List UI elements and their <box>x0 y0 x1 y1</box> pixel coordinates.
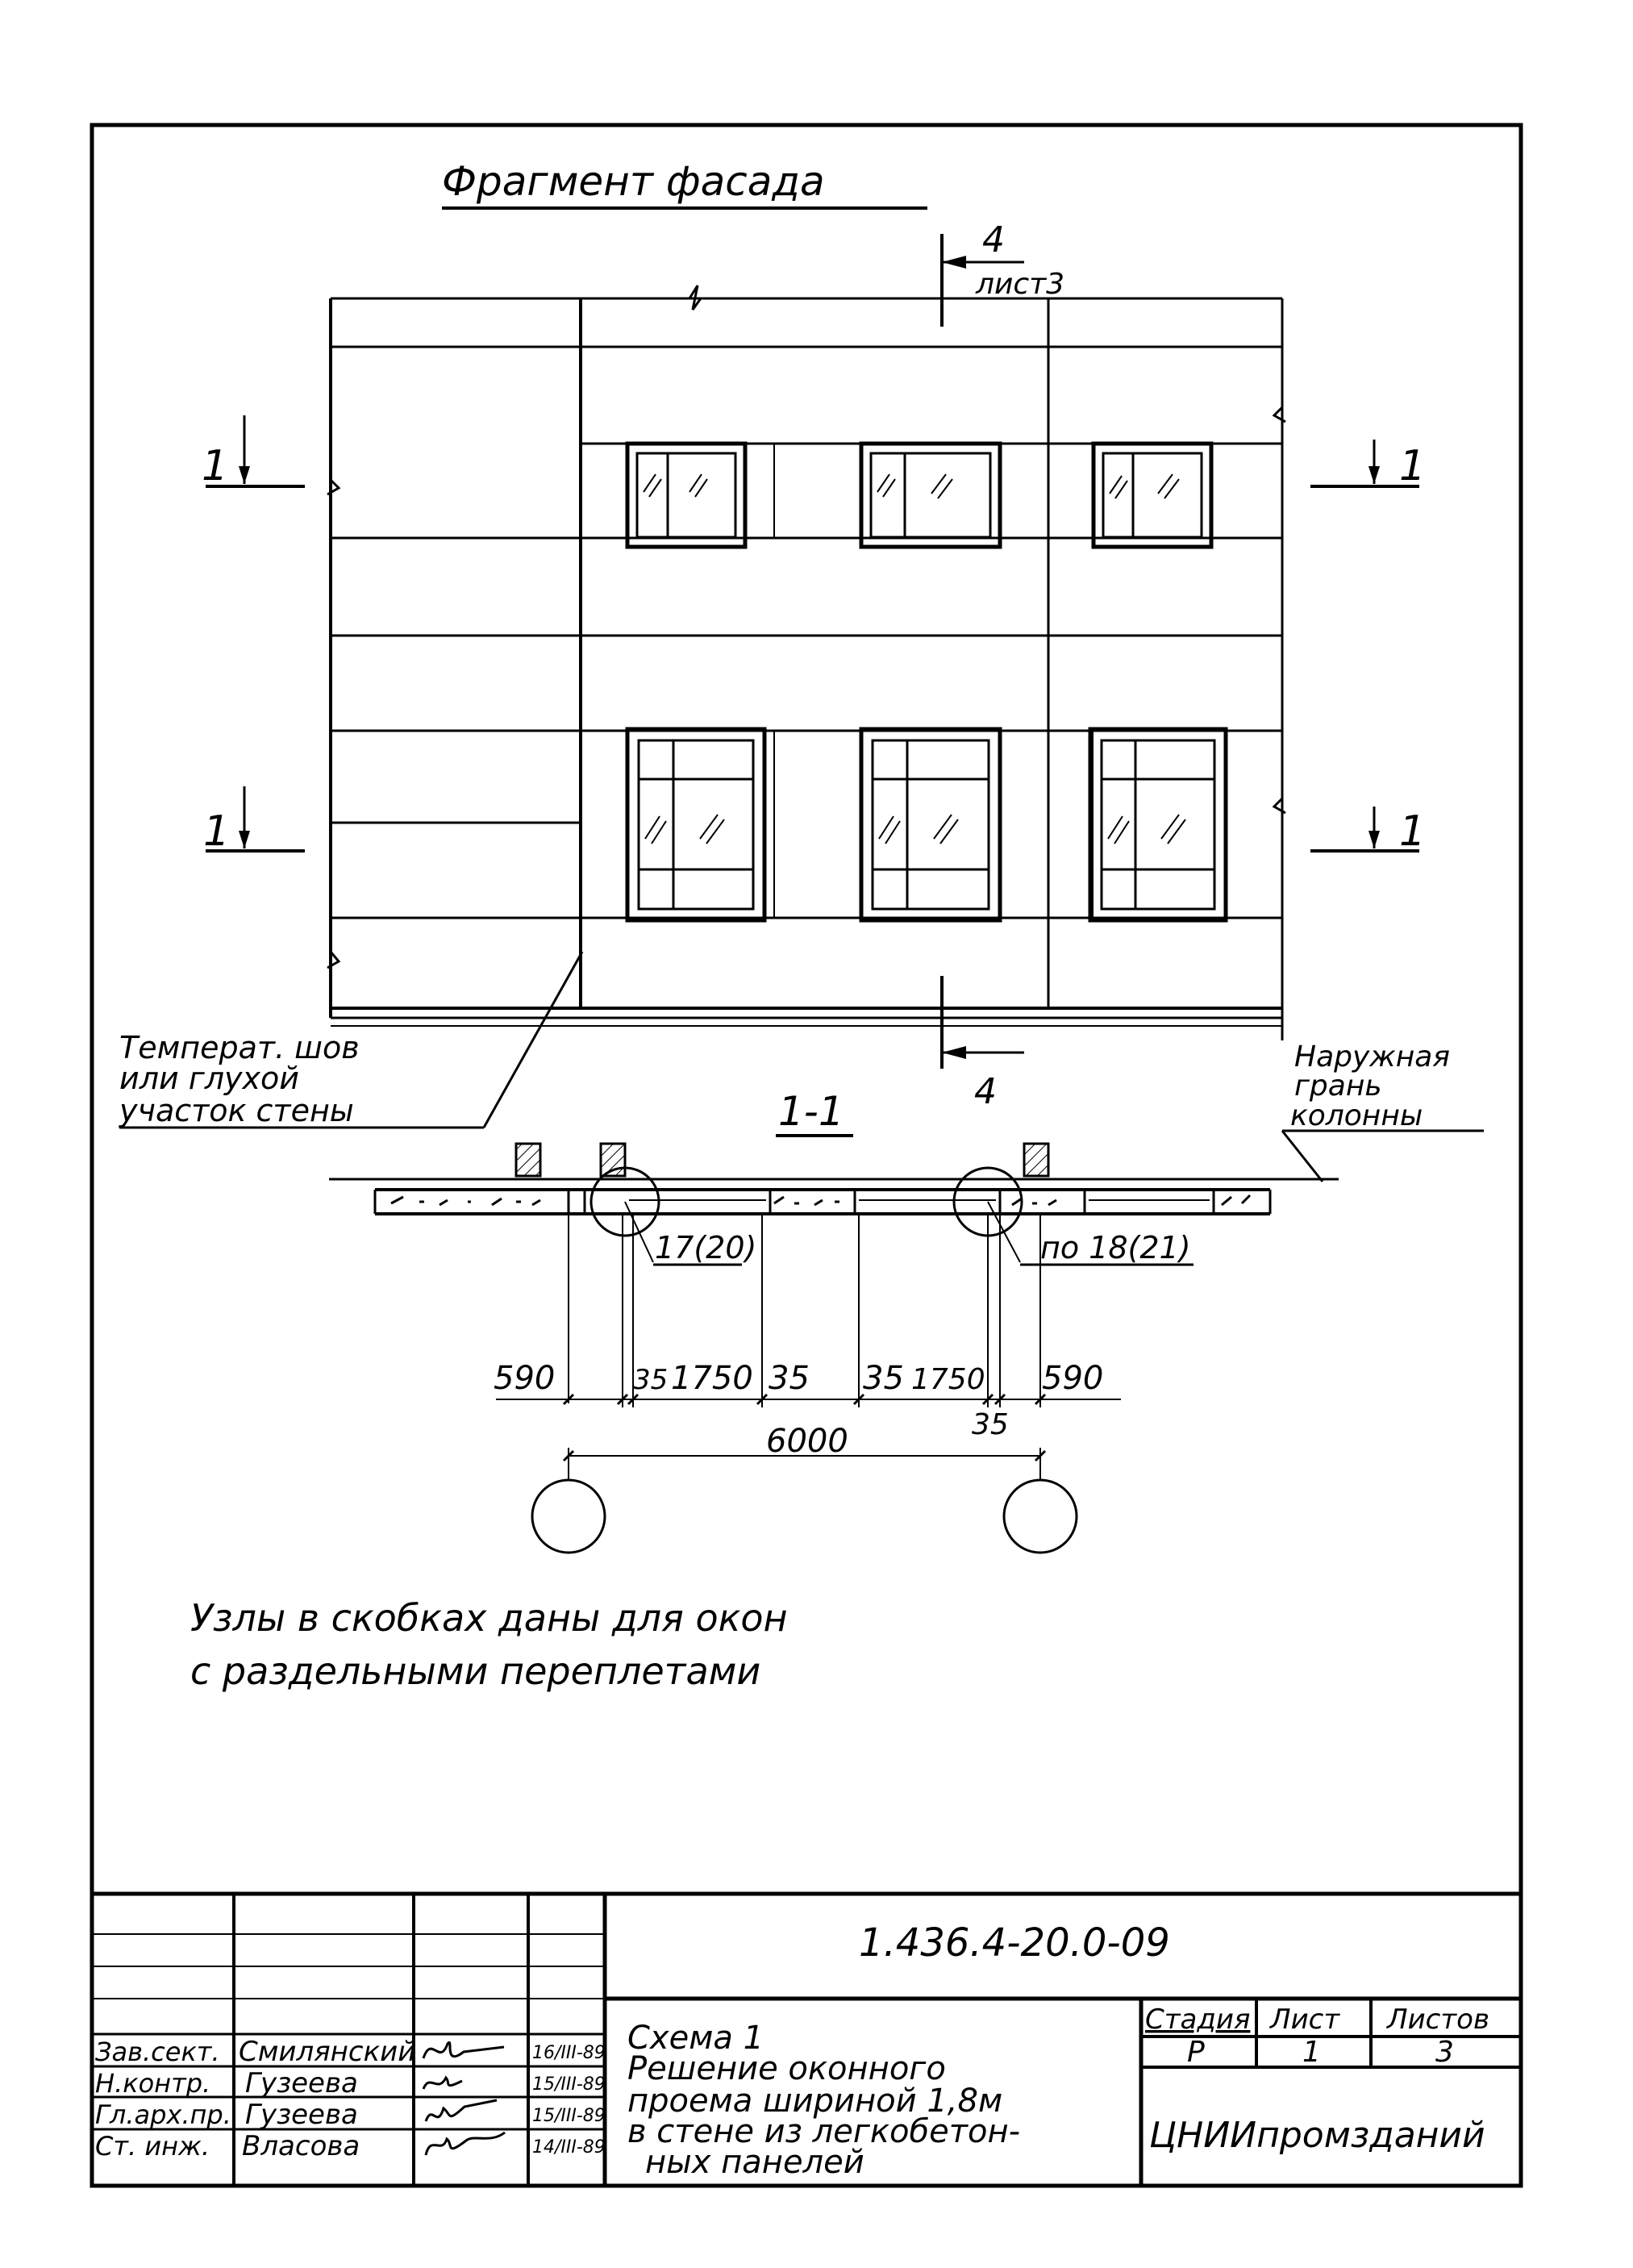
remark-line1: Узлы в скобках даны для окон <box>190 1596 788 1640</box>
stamp-role-1: Н.контр. <box>95 2068 210 2099</box>
stamp-date-0: 16/III-89 <box>532 2043 606 2063</box>
drawing-title-line5: ных панелей <box>645 2144 864 2181</box>
stamp-name-0: Смилянский <box>239 2036 415 2068</box>
dim-35-b: 35 <box>769 1360 810 1397</box>
column-face-line3: колонны <box>1290 1099 1423 1132</box>
stamp-names: Смилянский Гузеева Гузеева Власова <box>239 2036 415 2162</box>
column-face-note: Наружная грань колонны <box>1281 1040 1484 1182</box>
dim-1750-right: 1750 <box>911 1363 985 1396</box>
sheet-frame <box>90 123 1523 2188</box>
lower-window-right <box>1088 727 1228 923</box>
section-1-right-top: 1 <box>1399 442 1426 490</box>
stamp-dates: 16/III-89 15/III-89 15/III-89 14/III-89 <box>532 2043 606 2158</box>
section-1-markers: 1 1 1 1 <box>202 415 1426 856</box>
seam-note-line2: или глухой <box>119 1061 299 1096</box>
remark-line2: с раздельными переплетами <box>190 1649 760 1693</box>
dim-35-a: 35 <box>633 1364 668 1396</box>
facade-title: Фрагмент фасада <box>442 158 825 205</box>
stamp-roles: Зав.сект. Н.контр. Гл.арх.пр. Ст. инж. <box>95 2037 231 2162</box>
seam-note-line3: участок стены <box>119 1093 354 1128</box>
section-1-1: 1-1 <box>329 1088 1339 1554</box>
sheet-header: Лист <box>1268 2003 1340 2036</box>
dim-590-right: 590 <box>1042 1360 1103 1397</box>
drawing-title-line1: Схема 1 <box>627 2020 764 2057</box>
section-1-right-bottom: 1 <box>1399 807 1426 856</box>
section-1-left-top: 1 <box>202 442 228 490</box>
axis-bubble-left <box>531 1478 606 1554</box>
dim-6000: 6000 <box>766 1423 848 1460</box>
upper-window-right <box>1091 441 1214 549</box>
drawing-title-line3: проема шириной 1,8м <box>627 2082 1002 2120</box>
lower-window-left <box>625 727 767 923</box>
upper-window-left <box>625 441 748 549</box>
dim-35-low: 35 <box>972 1408 1009 1441</box>
title-block <box>92 1891 1521 2186</box>
stamp-date-2: 15/III-89 <box>532 2106 606 2126</box>
section-4-label: 4 <box>982 219 1005 261</box>
stage-value: Р <box>1187 2036 1205 2069</box>
stamp-name-1: Гузеева <box>245 2067 358 2099</box>
upper-window-middle <box>859 441 1002 549</box>
stamp-signatures <box>422 2041 506 2156</box>
axis-bubble-right <box>1002 1478 1078 1554</box>
dim-590-left: 590 <box>494 1360 555 1397</box>
facade-fragment: Фрагмент фасада <box>202 158 1426 1112</box>
drawing-title: Схема 1 Решение оконного проема шириной … <box>627 2020 1020 2181</box>
sheets-value: 3 <box>1435 2036 1454 2069</box>
drawing-title-line2: Решение оконного <box>627 2050 946 2087</box>
drawing-title-line4: в стене из легкобетон- <box>627 2113 1020 2150</box>
stamp-role-3: Ст. инж. <box>95 2131 210 2162</box>
stage-header: Стадия <box>1145 2003 1250 2036</box>
stamp-date-1: 15/III-89 <box>532 2074 606 2095</box>
column-face-line1: Наружная <box>1294 1040 1450 1074</box>
dim-35-c: 35 <box>863 1360 904 1397</box>
node-right-label: по 18(21) <box>1040 1230 1191 1265</box>
stamp-role-0: Зав.сект. <box>95 2037 220 2067</box>
section-4-marker-bottom: 4 <box>940 976 1024 1112</box>
seam-note: Температ. шов или глухой участок стены <box>119 951 584 1129</box>
seam-note-line1: Температ. шов <box>119 1030 360 1065</box>
sheets-header: Листов <box>1385 2003 1489 2036</box>
section-1-1-title: 1-1 <box>778 1088 844 1135</box>
dim-1750-left: 1750 <box>671 1360 753 1397</box>
organization-name: ЦНИИпромзданий <box>1149 2115 1485 2156</box>
node-left-label: 17(20) <box>655 1230 756 1265</box>
section-4-bottom-label: 4 <box>974 1071 997 1112</box>
stamp-date-3: 14/III-89 <box>532 2137 606 2158</box>
section-4-marker-top: 4 лист3 <box>940 219 1064 327</box>
column-face-line2: грань <box>1294 1069 1382 1103</box>
section-1-left-bottom: 1 <box>203 807 230 856</box>
sheet-value: 1 <box>1302 2036 1321 2069</box>
stamp-name-2: Гузеева <box>245 2099 358 2131</box>
section-4-sheet-ref: лист3 <box>975 268 1064 301</box>
lower-window-middle <box>859 727 1002 923</box>
stamp-role-2: Гл.арх.пр. <box>95 2099 231 2130</box>
document-code: 1.436.4-20.0-09 <box>859 1920 1170 1966</box>
stamp-name-3: Власова <box>242 2130 360 2162</box>
